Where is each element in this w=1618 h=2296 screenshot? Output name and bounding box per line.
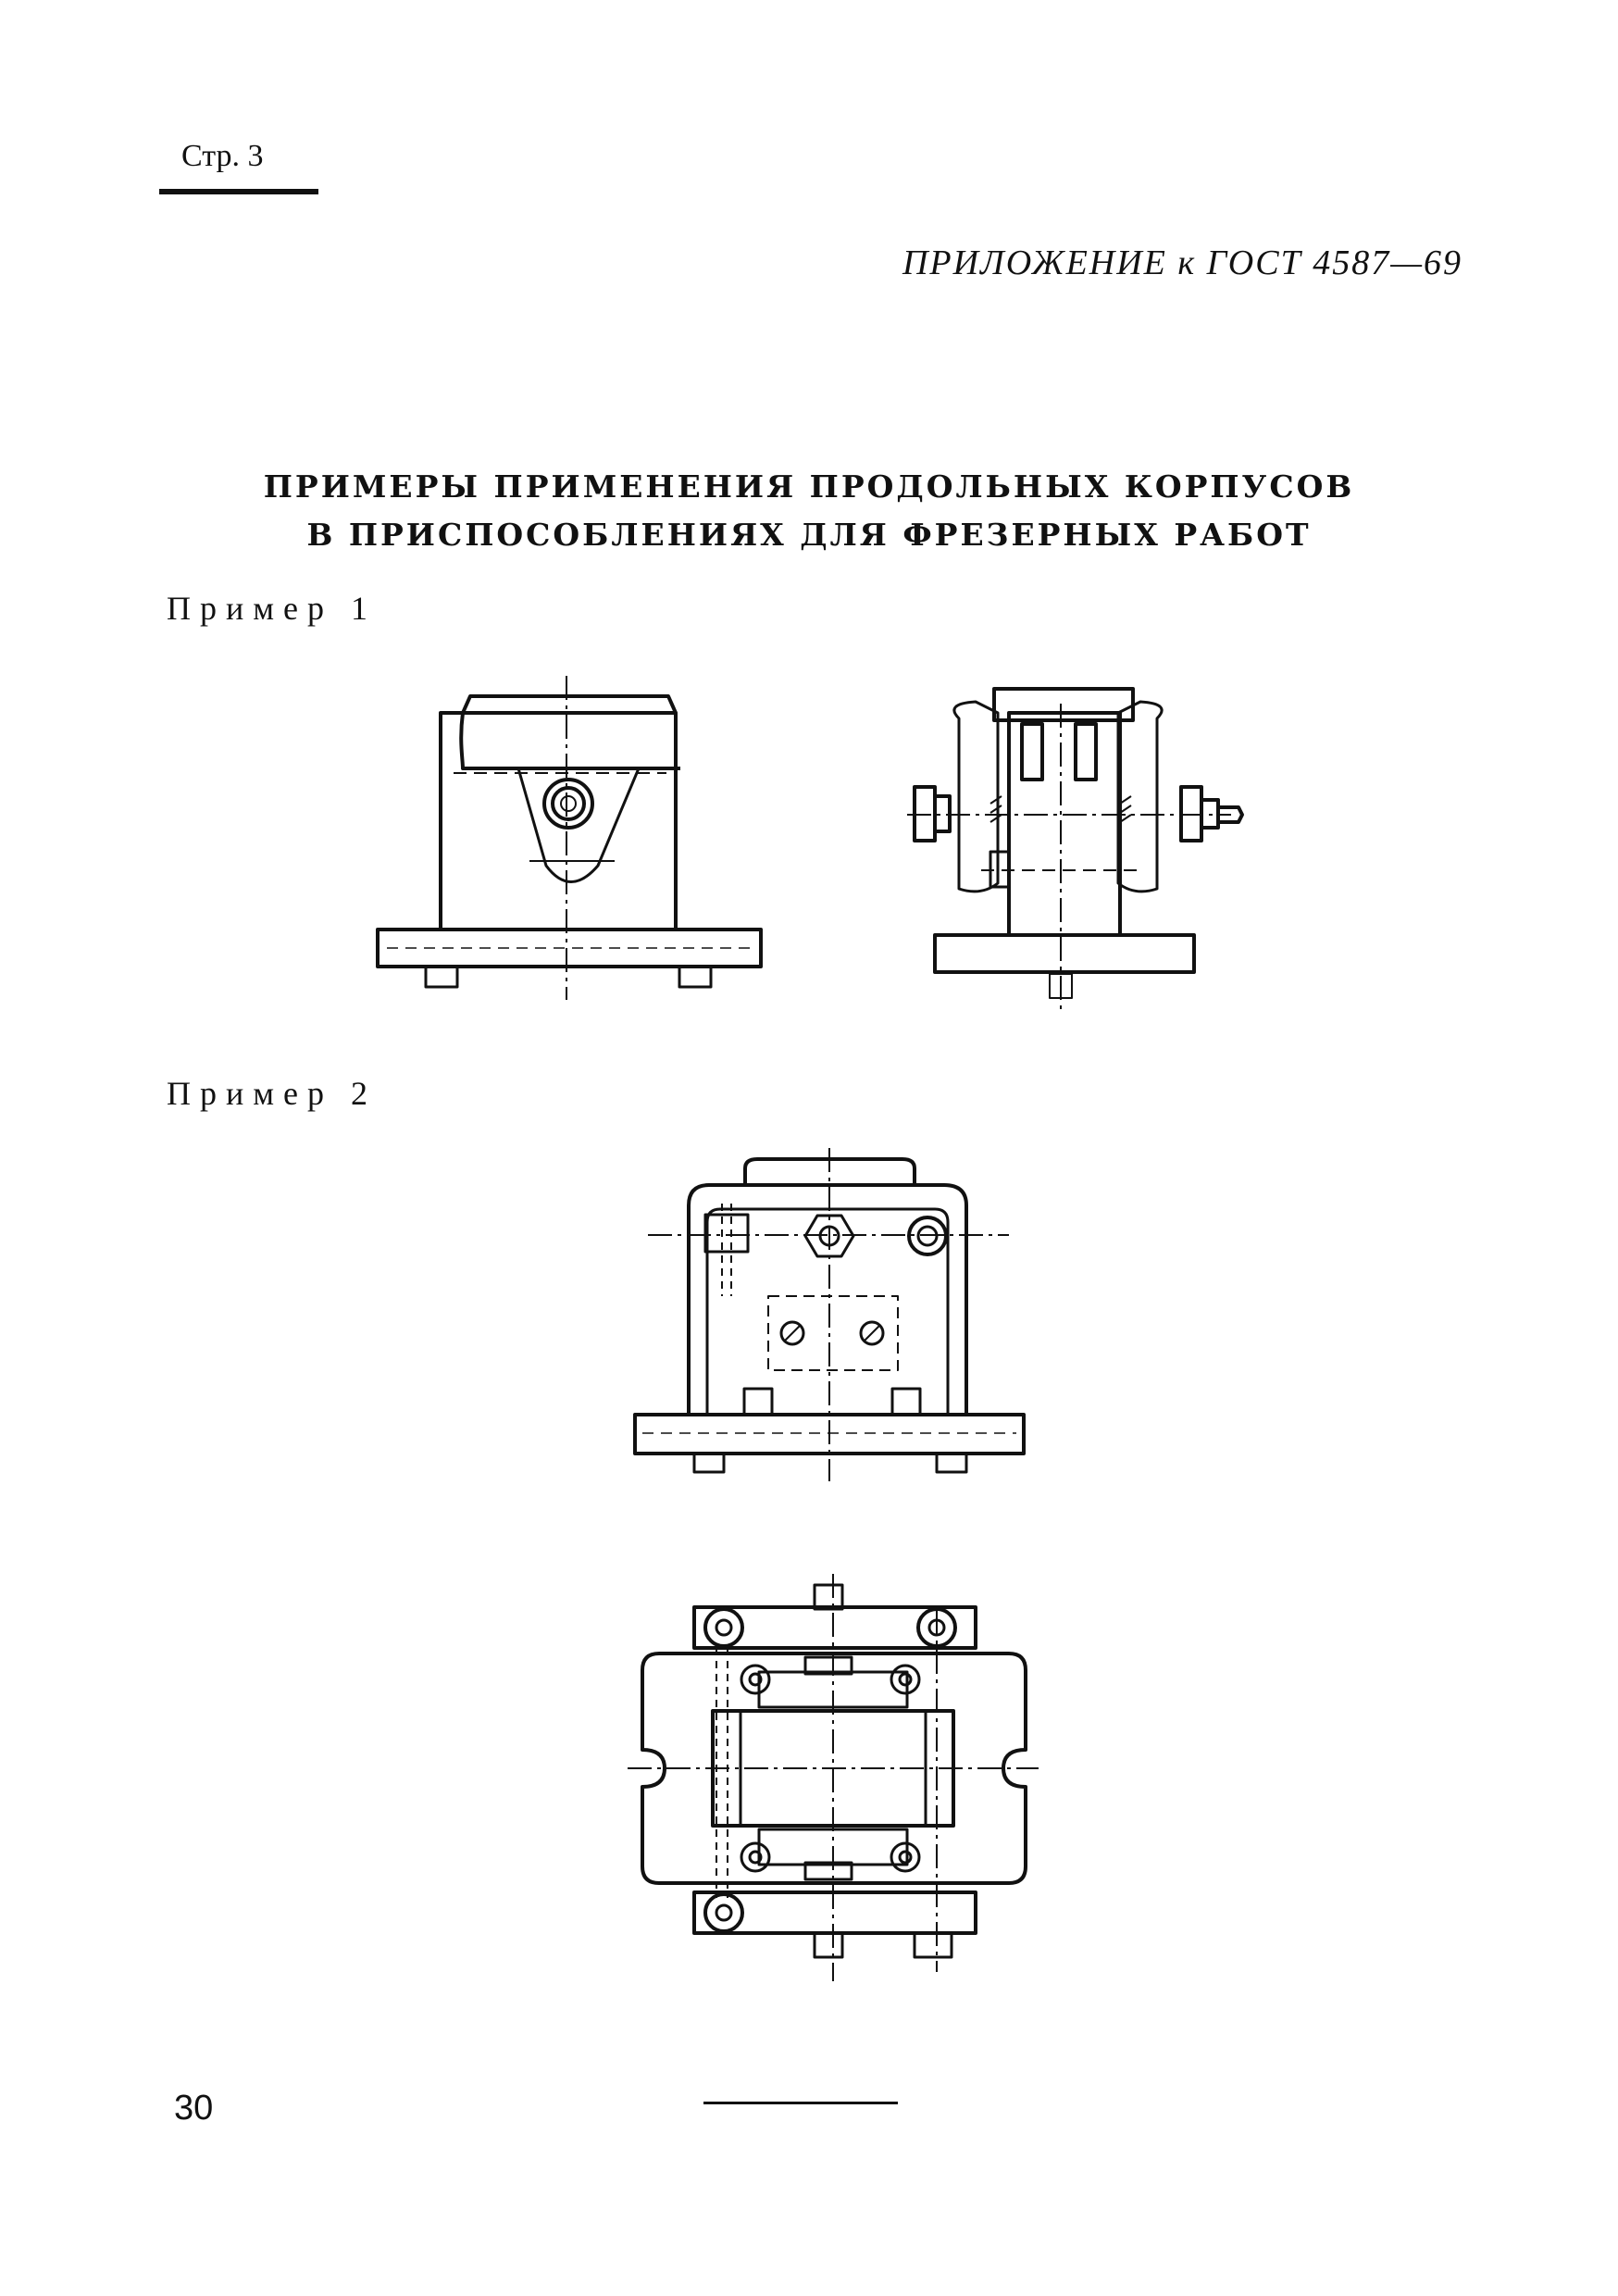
end-rule [703, 2102, 898, 2104]
example-2-top-view [628, 1574, 1039, 1981]
example-1-side-view [907, 687, 1244, 1009]
page-reference: Стр. 3 [181, 139, 264, 173]
example-1-label: Пример 1 [167, 590, 378, 627]
title-line-1: ПРИМЕРЫ ПРИМЕНЕНИЯ ПРОДОЛЬНЫХ КОРПУСОВ [263, 468, 1355, 505]
title-line-2: В ПРИСПОСОБЛЕНИЯХ ДЛЯ ФРЕЗЕРНЫХ РАБОТ [306, 517, 1312, 553]
page-reference-underline [159, 189, 318, 194]
appendix-heading: ПРИЛОЖЕНИЕ к ГОСТ 4587—69 [902, 243, 1462, 282]
document-title: ПРИМЕРЫ ПРИМЕНЕНИЯ ПРОДОЛЬНЫХ КОРПУСОВ В… [0, 463, 1618, 559]
example-1-front-view [376, 676, 763, 1000]
page-number: 30 [174, 2089, 214, 2128]
example-2-front-view [633, 1148, 1026, 1481]
example-2-label: Пример 2 [167, 1075, 378, 1112]
